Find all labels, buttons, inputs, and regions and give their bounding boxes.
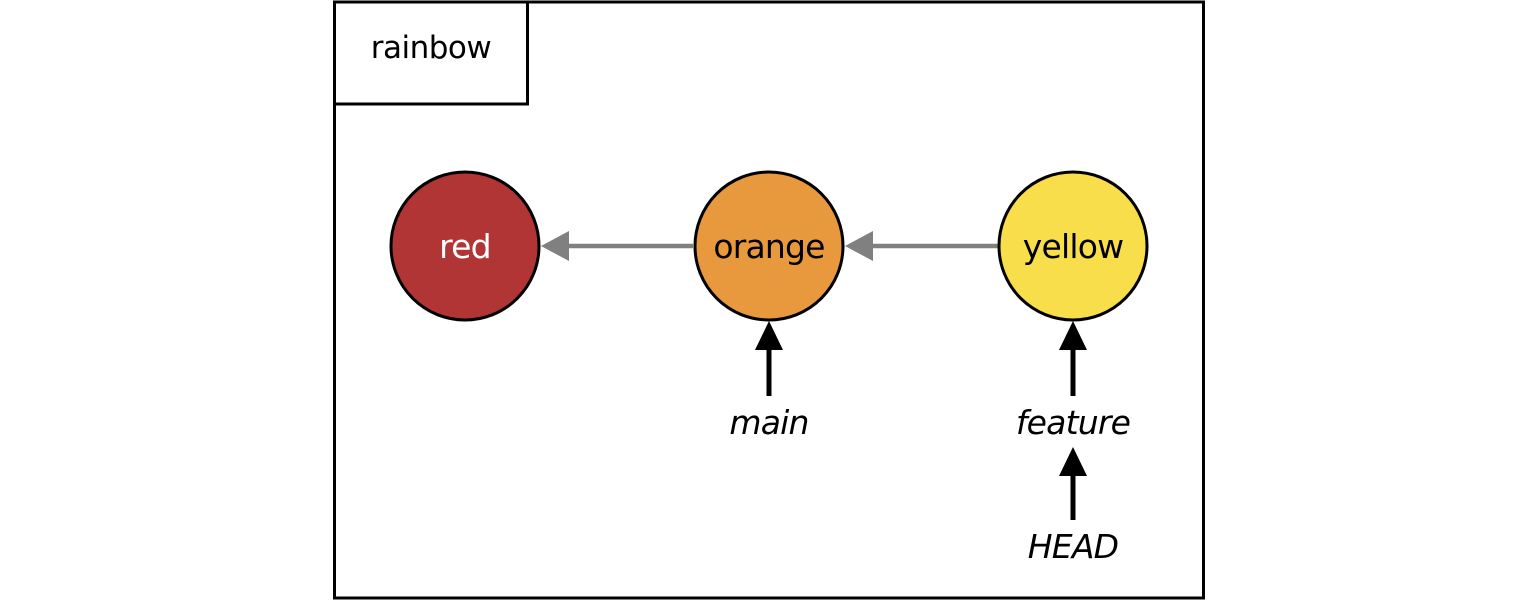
ref-main: main (729, 321, 809, 442)
commit-red: red (389, 170, 541, 322)
parent-arrowhead (845, 231, 873, 261)
commit-label: orange (713, 227, 824, 266)
commit-label: red (439, 227, 491, 266)
ref-feature: feature (1016, 321, 1131, 442)
ref-arrowhead (755, 321, 783, 350)
parent-link-yellow-to-orange (845, 231, 998, 261)
repository-name-tab (333, 0, 529, 106)
commit-node (389, 170, 541, 322)
parent-link-orange-to-red (541, 231, 693, 261)
ref-label-main: main (729, 403, 808, 442)
parent-arrowhead (541, 231, 569, 261)
commit-orange: orange (693, 170, 845, 322)
ref-arrowhead (1059, 447, 1087, 476)
commit-label: yellow (1023, 227, 1124, 266)
ref-label-feature: feature (1016, 403, 1130, 442)
repository-name: rainbow (371, 30, 492, 66)
commit-yellow: yellow (997, 170, 1149, 322)
commit-node (997, 170, 1149, 322)
ref-arrowhead (1059, 321, 1087, 350)
commit-node (693, 170, 845, 322)
ref-head: HEAD (1028, 447, 1119, 566)
ref-label-head: HEAD (1028, 527, 1118, 566)
